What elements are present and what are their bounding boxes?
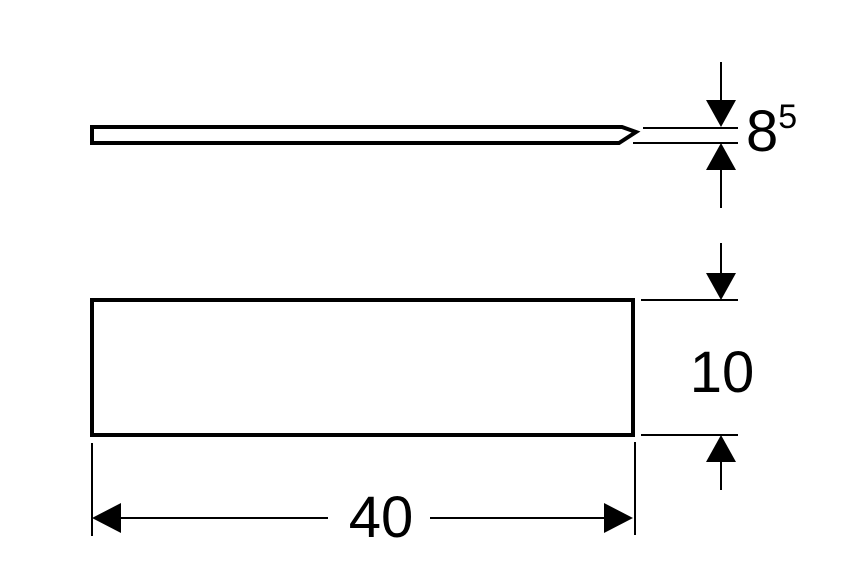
- arrow-right-icon: [604, 503, 633, 533]
- thickness-dimension-label: 85: [746, 98, 797, 164]
- shelf-front-shape: [90, 298, 635, 437]
- height-dimension-label: 10: [690, 340, 755, 405]
- arrow-left-icon: [92, 503, 121, 533]
- arrow-down-icon: [706, 273, 736, 300]
- width-dimension-label: 40: [349, 485, 414, 550]
- height-dimension: 10: [641, 243, 754, 490]
- arrow-up-icon: [706, 435, 736, 462]
- shelf-side-profile-shape: [90, 125, 641, 145]
- arrow-up-icon: [706, 143, 736, 170]
- thickness-superscript: 5: [778, 98, 797, 136]
- thickness-value: 8: [746, 99, 778, 164]
- width-dimension: 40: [91, 442, 636, 550]
- arrow-down-icon: [706, 100, 736, 127]
- thickness-dimension: 85: [633, 62, 797, 208]
